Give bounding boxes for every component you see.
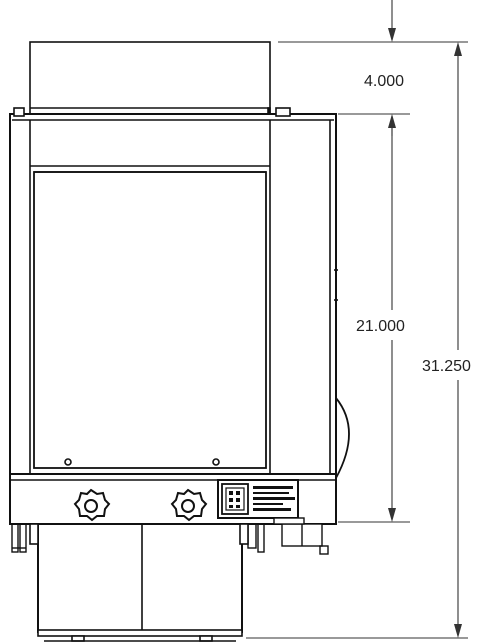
top-lid-box <box>29 41 271 121</box>
dimension-label-overall: 31.250 <box>422 358 471 375</box>
nameplate <box>217 479 299 519</box>
control-knob-right <box>170 488 208 522</box>
foot <box>37 629 243 637</box>
side-handle <box>335 397 350 479</box>
control-knob-left <box>73 488 111 522</box>
screw-left <box>64 458 72 466</box>
bottom-fittings <box>11 517 329 555</box>
screw-right <box>212 458 220 466</box>
lower-base <box>29 523 249 642</box>
unit-front-view <box>9 41 350 642</box>
cabinet-body <box>9 107 338 475</box>
dimension-label-middle: 21.000 <box>356 318 405 335</box>
dimension-lines <box>246 0 468 639</box>
door-panel <box>33 171 267 469</box>
dimension-label-top: 4.000 <box>364 73 404 90</box>
